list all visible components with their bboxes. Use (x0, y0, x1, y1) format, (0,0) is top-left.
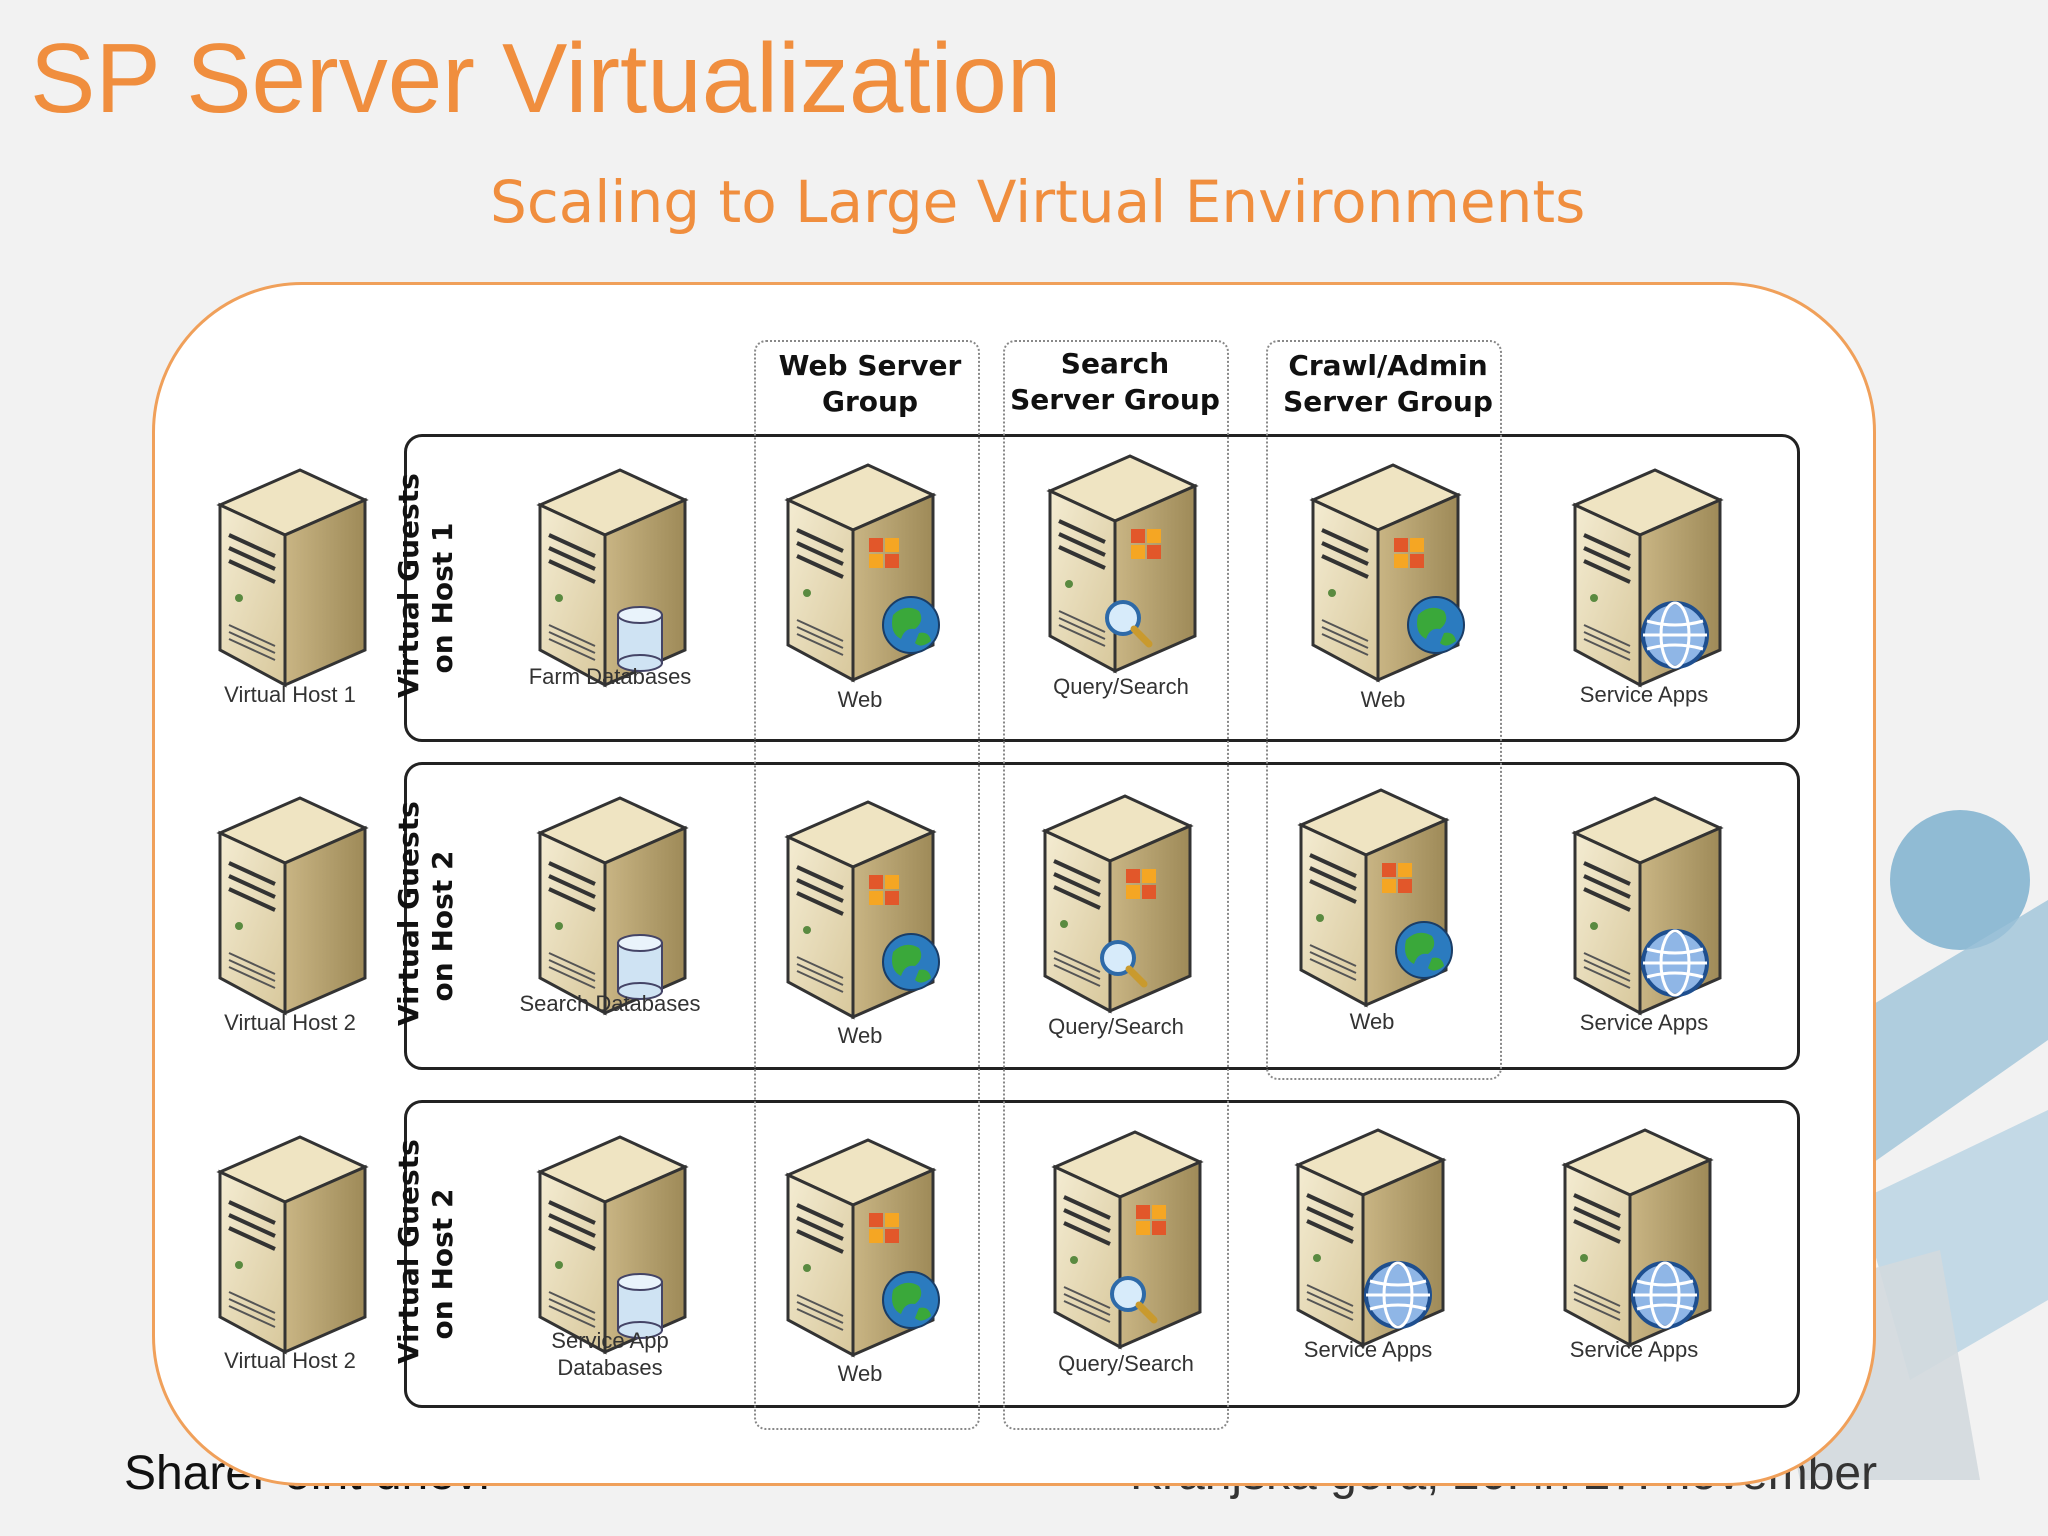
server-label: Service Apps (1303, 1337, 1433, 1362)
search-server-icon (1048, 454, 1197, 673)
guest-label-row-3: Virtual Guests on Host 2 (392, 1139, 462, 1364)
service-apps-server-icon (1573, 796, 1722, 1015)
service-apps-server-icon (1573, 468, 1722, 687)
virtual-host-label: Virtual Host 2 (224, 1348, 356, 1373)
database-server-icon (538, 468, 687, 687)
virtual-host-server-icon (218, 1135, 367, 1354)
server-label: Web (837, 687, 883, 712)
server-label: Query/Search (1048, 1014, 1184, 1039)
server-label: Farm Databases (528, 664, 692, 689)
search-server-icon (1043, 794, 1192, 1013)
web-server-icon (786, 463, 940, 682)
row-box-host-1 (404, 434, 1800, 742)
server-label: Web (1349, 1009, 1395, 1034)
virtual-host-label: Virtual Host 2 (224, 1010, 356, 1035)
server-label: Search Databases (519, 991, 701, 1016)
guest-label-row-1: Virtual Guests on Host 1 (392, 473, 462, 698)
web-server-icon (786, 1138, 940, 1357)
crawl-admin-server-group-label: Crawl/Admin Server Group (1283, 349, 1493, 418)
virtual-host-server-icon (218, 468, 367, 687)
guest-label-line-1: Virtual Guests (392, 801, 425, 1026)
row-box-host-2 (404, 762, 1800, 1070)
server-label: Query/Search (1053, 674, 1189, 699)
server-label: Web (837, 1023, 883, 1048)
web-server-group-label: Web Server Group (778, 349, 962, 418)
row-box-host-3 (404, 1100, 1800, 1408)
service-apps-server-icon (1563, 1128, 1712, 1347)
search-server-icon (1053, 1130, 1202, 1349)
search-server-group-label: Search Server Group (1010, 347, 1220, 416)
search-server-group-box (1003, 340, 1229, 1430)
guest-label-line-1: Virtual Guests (392, 473, 425, 698)
server-label: Service Apps (1569, 1337, 1699, 1362)
server-label: Web (1360, 687, 1406, 712)
slide-title: SP Server Virtualization (30, 23, 1062, 133)
web-server-icon (1311, 463, 1465, 682)
web-server-icon (1299, 788, 1453, 1007)
server-label: Service Apps (1579, 682, 1709, 707)
guest-label-line-2: on Host 2 (426, 1188, 459, 1340)
guest-label-line-2: on Host 1 (426, 522, 459, 674)
server-label: Service App Databases (551, 1328, 669, 1380)
guest-label-line-1: Virtual Guests (392, 1139, 425, 1364)
web-server-group-box (754, 340, 980, 1430)
web-server-icon (786, 800, 940, 1019)
guest-label-line-2: on Host 2 (426, 850, 459, 1002)
server-label: Web (837, 1361, 883, 1386)
service-apps-server-icon (1296, 1128, 1445, 1347)
server-label: Query/Search (1058, 1351, 1194, 1376)
server-label: Service Apps (1579, 1010, 1709, 1035)
crawl-admin-server-group-box (1266, 340, 1502, 1080)
virtual-host-server-icon (218, 796, 367, 1015)
database-server-icon (538, 1135, 687, 1354)
database-server-icon (538, 796, 687, 1015)
slide-subtitle: Scaling to Large Virtual Environments (490, 168, 1586, 236)
virtual-host-label: Virtual Host 1 (224, 682, 356, 707)
guest-label-row-2: Virtual Guests on Host 2 (392, 801, 462, 1026)
